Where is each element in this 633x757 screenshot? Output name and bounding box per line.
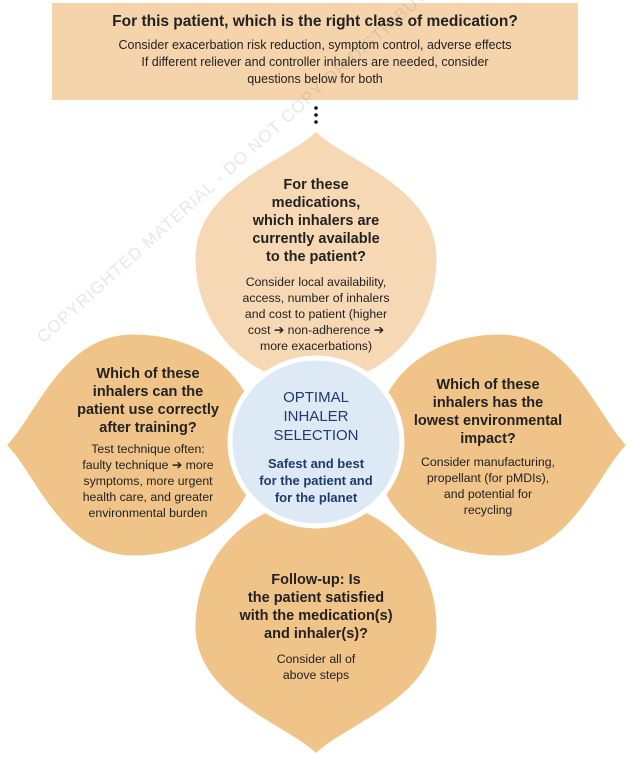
line: propellant (for pMDIs),	[426, 471, 550, 485]
line: OPTIMAL	[283, 389, 349, 406]
line: recycling	[463, 503, 513, 517]
box-line: If different reliever and controller inh…	[141, 55, 489, 69]
line: cost ➔ non-adherence ➔	[247, 323, 385, 337]
line: Consider manufacturing,	[421, 455, 555, 469]
line: Test technique often:	[91, 442, 205, 456]
center-circle	[227, 355, 405, 529]
line: access, number of inhalers	[242, 291, 390, 305]
line: lowest environmental	[413, 413, 563, 429]
environment-question: Which of these inhalers has the lowest e…	[414, 376, 562, 448]
availability-text: For these medications, which inhalers ar…	[243, 176, 390, 354]
follow-up-question: Follow-up: Is the patient satisfied with…	[239, 571, 392, 643]
line: faulty technique ➔ more	[82, 458, 214, 472]
connector-dots	[314, 106, 318, 124]
medication-class-box: For this patient, which is the right cla…	[52, 3, 578, 100]
availability-body: Consider local availability, access, num…	[243, 274, 390, 354]
line: for the planet	[274, 490, 358, 505]
center-subtitle: Safest and best for the patient and for …	[259, 455, 372, 506]
line: which inhalers are	[252, 213, 380, 229]
line: impact?	[460, 431, 516, 447]
line: Safest and best	[267, 456, 365, 471]
line: above steps	[282, 668, 350, 682]
line: SELECTION	[273, 427, 359, 444]
line: and inhaler(s)?	[264, 626, 368, 642]
line: the patient satisfied	[247, 590, 385, 606]
center-title: OPTIMAL INHALER SELECTION	[259, 388, 372, 445]
line: For these	[283, 177, 349, 193]
follow-up-text: Follow-up: Is the patient satisfied with…	[239, 571, 392, 683]
line: Consider all of	[276, 652, 356, 666]
line: inhalers can the	[92, 384, 204, 400]
line: for the patient and	[259, 473, 373, 488]
line: with the medication(s)	[239, 608, 393, 624]
line: medications,	[271, 195, 361, 211]
box-line: questions below for both	[247, 72, 383, 86]
line: after training?	[99, 420, 197, 436]
line: more exacerbations)	[259, 339, 373, 353]
center-text: OPTIMAL INHALER SELECTION Safest and bes…	[259, 388, 372, 506]
environment-text: Which of these inhalers has the lowest e…	[414, 376, 562, 518]
line: environmental burden	[88, 506, 208, 520]
box-line: Consider exacerbation risk reduction, sy…	[118, 38, 512, 52]
technique-text: Which of these inhalers can the patient …	[77, 365, 219, 521]
line: and potential for	[443, 487, 533, 501]
line: Which of these	[96, 366, 200, 382]
line: patient use correctly	[77, 402, 219, 418]
availability-question: For these medications, which inhalers ar…	[243, 176, 390, 266]
line: INHALER	[283, 408, 349, 425]
line: currently available	[252, 231, 380, 247]
line: and cost to patient (higher	[244, 307, 388, 321]
line: Follow-up: Is	[271, 572, 361, 588]
line: Which of these	[436, 377, 540, 393]
line: symptoms, more urgent	[83, 474, 213, 488]
line: inhalers has the	[432, 395, 544, 411]
environment-body: Consider manufacturing, propellant (for …	[414, 454, 562, 518]
line: to the patient?	[266, 249, 366, 265]
follow-up-body: Consider all of above steps	[239, 651, 392, 683]
technique-body: Test technique often: faulty technique ➔…	[77, 441, 219, 521]
medication-class-title: For this patient, which is the right cla…	[112, 13, 518, 30]
line: Consider local availability,	[245, 275, 387, 289]
technique-question: Which of these inhalers can the patient …	[77, 365, 219, 437]
line: health care, and greater	[82, 490, 214, 504]
